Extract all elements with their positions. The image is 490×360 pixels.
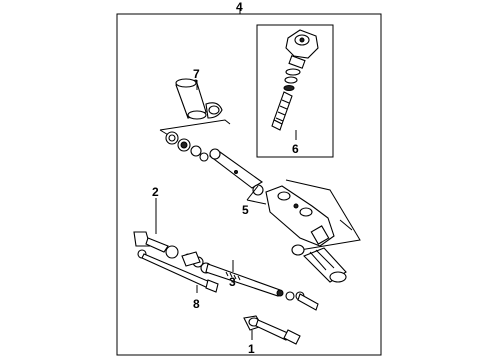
gear-housing	[252, 184, 335, 247]
guide-line-right	[285, 179, 361, 251]
inner-tie-rod-end	[133, 231, 204, 268]
callout-3: 3	[229, 275, 236, 289]
callout-2: 2	[152, 185, 159, 199]
callout-7: 7	[193, 67, 200, 81]
callout-4: 4	[236, 0, 243, 14]
outer-tie-rod-end	[243, 291, 319, 345]
callout-5: 5	[242, 203, 249, 217]
callout-1: 1	[248, 342, 255, 356]
assembly-frame	[116, 13, 382, 356]
rack-housing-tube	[208, 148, 264, 189]
pinion-subframe	[256, 24, 334, 158]
rack	[200, 262, 295, 301]
callout-6: 6	[292, 142, 299, 156]
callout-8: 8	[193, 297, 200, 311]
seal-set	[165, 131, 209, 162]
boot-part	[175, 78, 223, 120]
right-boot	[291, 244, 347, 283]
pinion-valve-assembly	[271, 29, 319, 131]
callout-5-leader	[246, 185, 267, 205]
tie-rod	[137, 249, 219, 293]
